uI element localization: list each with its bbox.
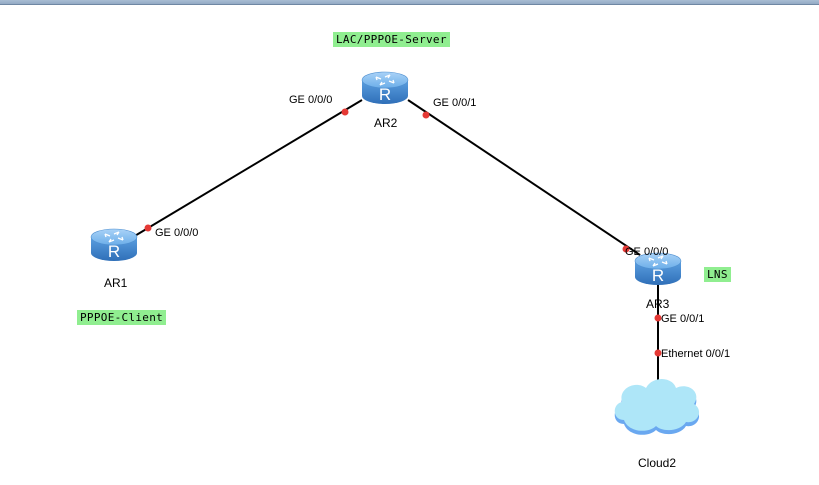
note-lac-pppoe-server[interactable]: LAC/PPPOE-Server [333,32,450,47]
window-title-bar [0,0,819,5]
note-pppoe-client[interactable]: PPPOE-Client [77,310,167,325]
port-dot[interactable] [422,111,430,119]
port-label-ar3-ge001: GE 0/0/1 [661,313,705,325]
port-label-ar1-ge000: GE 0/0/0 [155,227,199,239]
router-icon[interactable] [361,71,409,105]
device-label-ar2: AR2 [374,116,398,130]
link-ar1-ar2[interactable] [127,99,363,241]
router-icon[interactable] [90,228,138,262]
note-lns[interactable]: LNS [704,267,731,282]
port-label-ar2-ge000: GE 0/0/0 [289,94,333,106]
cloud-icon[interactable] [614,379,700,435]
device-label-cloud2: Cloud2 [638,456,677,470]
port-dot[interactable] [622,245,630,253]
port-dot[interactable] [341,108,349,116]
device-label-ar3: AR3 [646,297,670,311]
port-dot[interactable] [144,224,152,232]
port-dot[interactable] [654,314,662,322]
port-label-ar3-ge000: GE 0/0/0 [625,246,669,258]
link-ar2-ar3[interactable] [407,99,641,256]
device-label-ar1: AR1 [104,276,128,290]
port-label-ar2-ge001: GE 0/0/1 [433,97,477,109]
port-label-cloud2-eth001: Ethernet 0/0/1 [661,348,731,360]
port-dot[interactable] [654,349,662,357]
